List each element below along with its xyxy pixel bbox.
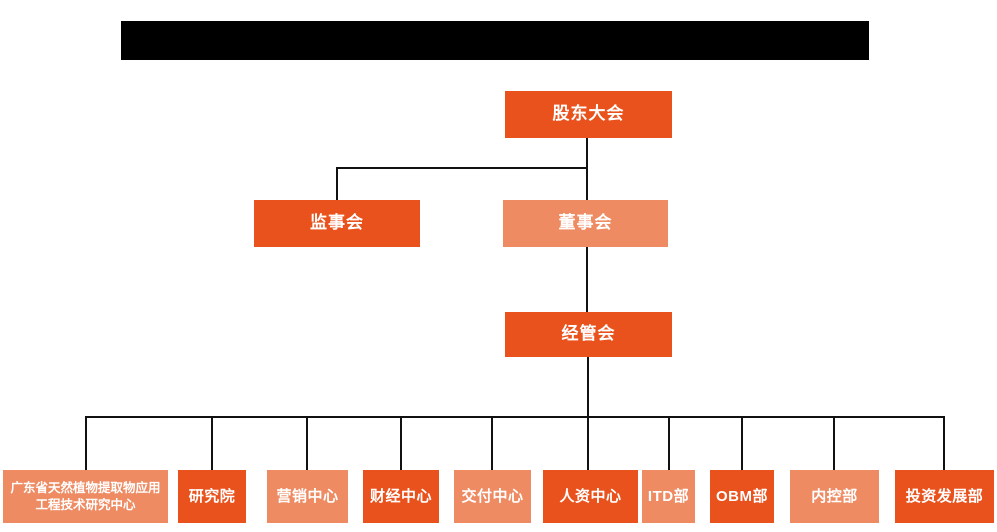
org-node-management-committee: 经管会 [505,312,672,357]
org-node-internal-control-dept: 内控部 [790,470,879,523]
org-node-research-institute: 研究院 [178,470,246,523]
org-node-itd-dept: ITD部 [642,470,695,523]
org-node-marketing-center: 营销中心 [267,470,348,523]
org-node-gd-plant-extract-research-center: 广东省天然植物提取物应用工程技术研究中心 [3,470,168,523]
org-node-obm-dept: OBM部 [710,470,774,523]
org-node-hr-center: 人资中心 [543,470,638,523]
org-node-investment-development-dept: 投资发展部 [895,470,994,523]
org-node-board-of-directors: 董事会 [503,200,668,247]
title-bar-redacted [121,21,869,60]
org-node-delivery-center: 交付中心 [454,470,531,523]
org-node-finance-center: 财经中心 [363,470,439,523]
org-node-supervisory-board: 监事会 [254,200,420,247]
org-node-shareholders-meeting: 股东大会 [505,91,672,138]
